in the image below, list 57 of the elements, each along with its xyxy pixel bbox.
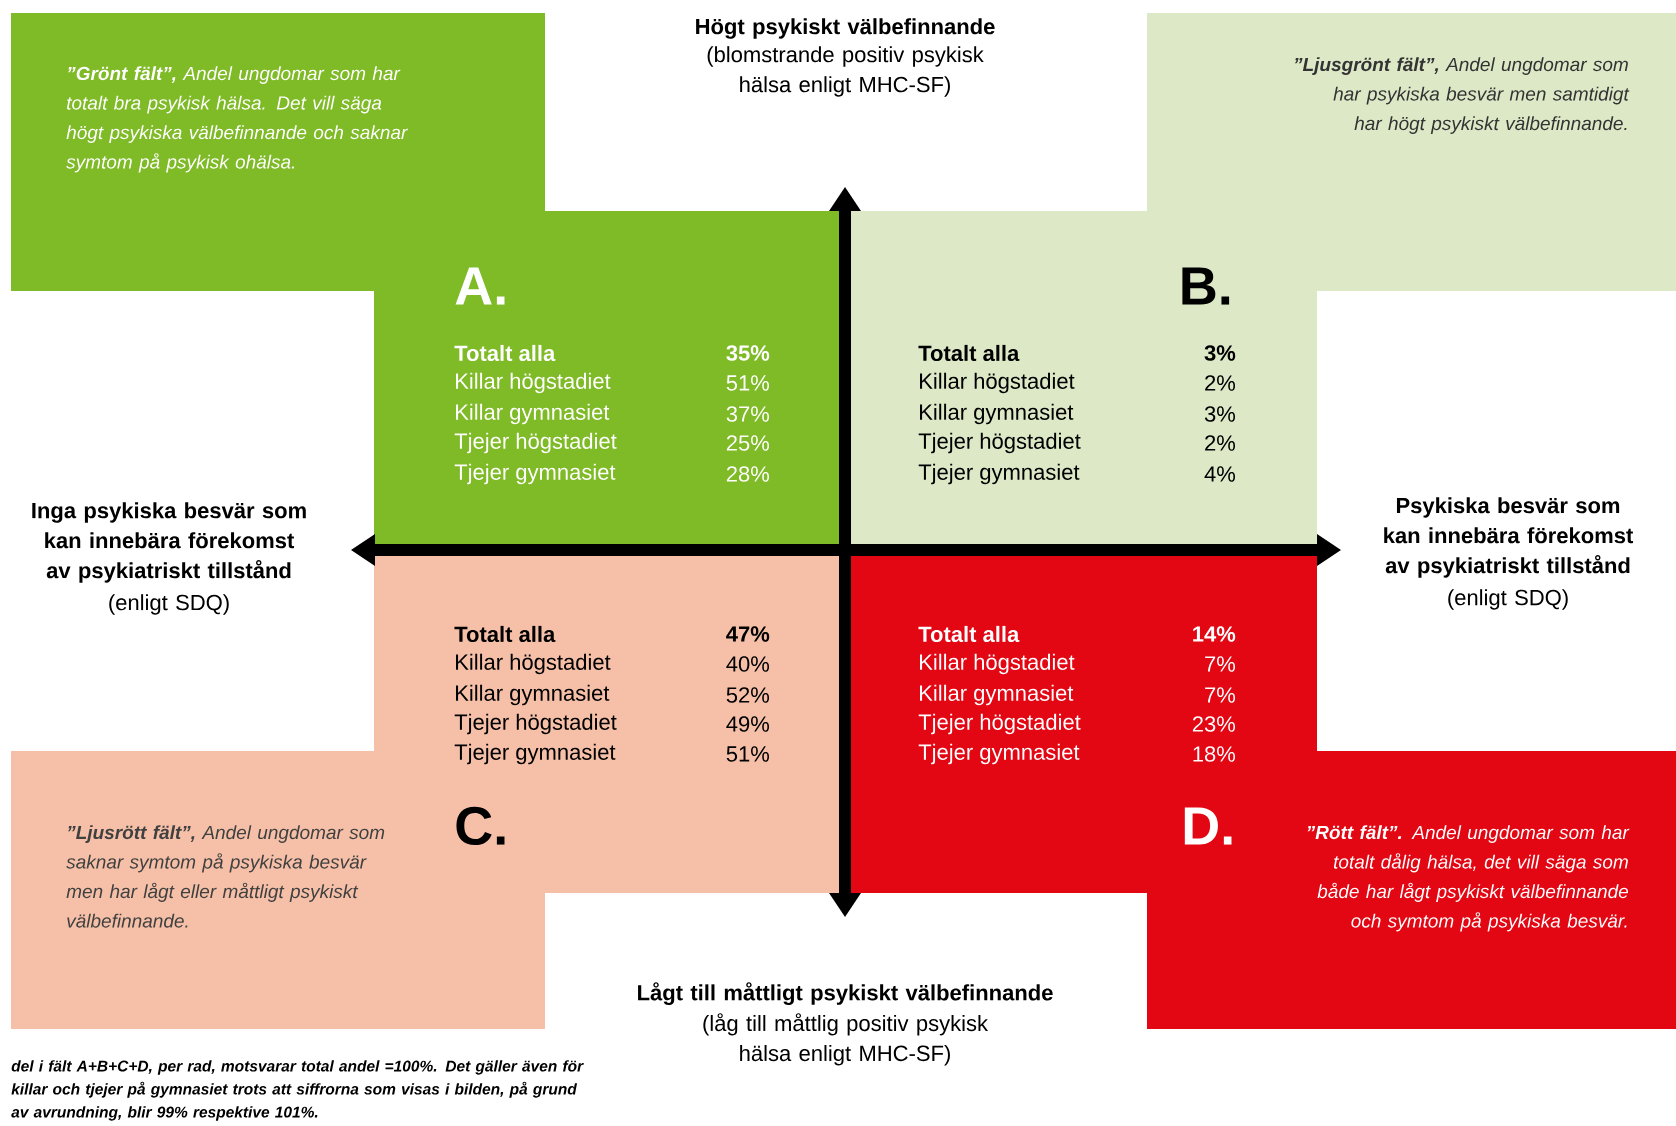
row-label: Tjejer högstadiet bbox=[918, 713, 1081, 735]
row-label: Killar gymnasiet bbox=[456, 684, 610, 706]
axis-label: (låg till måttlig positiv psykisk hälsa enligt MHC-SF) bbox=[703, 1013, 989, 1066]
row-label: Killar högstadiet bbox=[920, 372, 1075, 394]
row-label: Killar gymnasiet bbox=[456, 403, 610, 425]
percentage: 40% bbox=[726, 656, 769, 672]
row-label: Tjejer gymnasiet bbox=[454, 743, 616, 765]
row-label: Killar gymnasiet bbox=[920, 684, 1074, 706]
axis-label: Lågt till måttligt psykiskt välbefinnande bbox=[638, 982, 1053, 1005]
axis-label: (enligt SDQ) bbox=[1448, 589, 1568, 610]
percentage: 52% bbox=[726, 687, 769, 703]
percentage: 28% bbox=[726, 466, 769, 482]
row-label: Tjejer högstadiet bbox=[454, 432, 617, 454]
row-label: Killar högstadiet bbox=[456, 653, 611, 675]
footnote: del i fält A+B+C+D, per rad, motsvarar total andel =100%. Det gäller även för killar och tjejer på gymnasiet trots att siffrorna som visas i bilden, på grund av avrundning, blir 99% respektive 101%. bbox=[11, 1060, 584, 1121]
field-description: ”Grönt fält”, Andel ungdomar som har totalt bra psykisk hälsa. Det vill säga högt psykiska välbefinnande och saknar symtom på psykisk ohälsa. bbox=[66, 66, 408, 173]
row-label: Tjejer gymnasiet bbox=[918, 743, 1080, 765]
axis-label: Högt psykiskt välbefinnande bbox=[696, 18, 995, 39]
quadrant-letter: D. bbox=[1184, 807, 1232, 845]
percentage: 51% bbox=[726, 746, 769, 762]
percentage: 7% bbox=[1205, 656, 1235, 672]
percentage: 2% bbox=[1205, 375, 1235, 391]
percentage: 3% bbox=[1204, 345, 1236, 361]
quadrant-letter: C. bbox=[456, 806, 505, 846]
percentage: 25% bbox=[726, 435, 769, 451]
percentage: 37% bbox=[726, 406, 769, 422]
percentage: 4% bbox=[1204, 466, 1235, 482]
row-label: Tjejer högstadiet bbox=[454, 713, 617, 735]
axis-label: (enligt SDQ) bbox=[109, 594, 229, 615]
percentage: 2% bbox=[1205, 435, 1235, 451]
row-label: Totalt alla bbox=[918, 625, 1020, 643]
axis-label: Inga psykiska besvär som kan innebära förekomst av psykiatriskt tillstånd bbox=[32, 502, 306, 583]
row-label: Totalt alla bbox=[454, 344, 556, 362]
row-label: Tjejer gymnasiet bbox=[454, 463, 616, 485]
row-label: Totalt alla bbox=[454, 625, 556, 643]
percentage: 47% bbox=[726, 626, 770, 642]
quadrant-letter: B. bbox=[1182, 267, 1230, 305]
row-label: Killar gymnasiet bbox=[920, 403, 1074, 425]
percentage: 49% bbox=[726, 716, 769, 732]
percentage: 14% bbox=[1193, 626, 1236, 642]
percentage: 18% bbox=[1193, 746, 1235, 762]
row-label: Totalt alla bbox=[918, 344, 1020, 362]
row-label: Tjejer högstadiet bbox=[918, 432, 1081, 454]
percentage: 35% bbox=[726, 345, 770, 361]
percentage: 23% bbox=[1192, 716, 1235, 732]
percentage: 7% bbox=[1205, 687, 1235, 703]
field-description: ”Ljusrött fält”, Andel ungdomar som saknar symtom på psykiska besvär men har lågt eller måttligt psykiskt välbefinnande. bbox=[66, 825, 385, 928]
percentage: 51% bbox=[726, 375, 769, 391]
row-label: Killar högstadiet bbox=[920, 653, 1075, 675]
row-label: Killar högstadiet bbox=[456, 372, 611, 394]
percentage: 3% bbox=[1204, 406, 1235, 422]
axis-label: (blomstrande positiv psykisk hälsa enligt MHC-SF) bbox=[707, 46, 984, 97]
field-description: ”Ljusgrönt fält”, Andel ungdomar som har psykiska besvär men samtidigt har högt psykiskt välbefinnande. bbox=[1294, 57, 1630, 134]
row-label: Tjejer gymnasiet bbox=[918, 463, 1080, 485]
quadrant-letter: A. bbox=[455, 267, 505, 305]
field-description: ”Rött fält”. Andel ungdomar som har totalt dålig hälsa, det vill säga som både har lågt psykiskt välbefinnande och symtom på psykiska besvär. bbox=[1307, 825, 1630, 932]
axis-label: Psykiska besvär som kan innebära förekomst av psykiatriskt tillstånd bbox=[1384, 497, 1634, 578]
